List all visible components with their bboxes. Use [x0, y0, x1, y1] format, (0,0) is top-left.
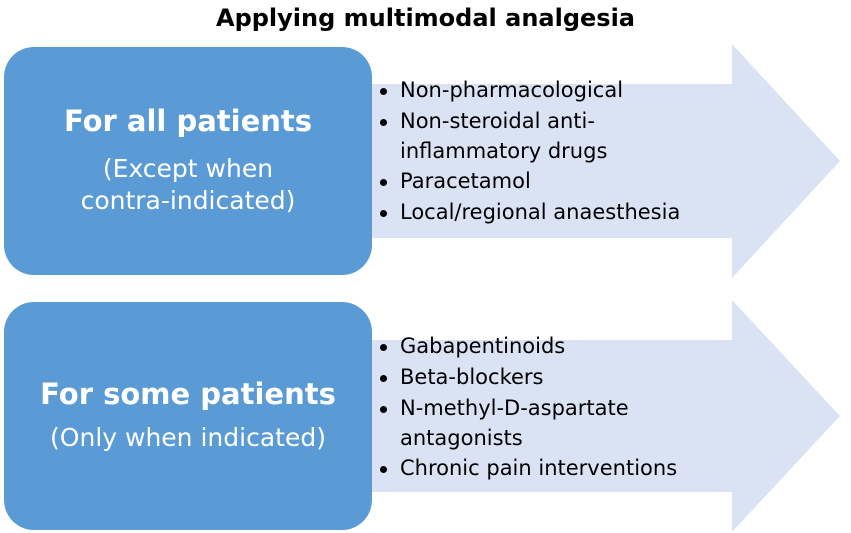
list-item: Non-steroidal anti- inflammatory drugs	[376, 106, 680, 166]
group-heading: For some patients	[40, 377, 336, 412]
list-item: Chronic pain interventions	[376, 453, 677, 484]
list-item: Paracetamol	[376, 166, 680, 197]
group-subheading: (Except when contra-indicated)	[80, 153, 296, 216]
list-item: Gabapentinoids	[376, 331, 677, 362]
diagram-title: Applying multimodal analgesia	[216, 4, 635, 32]
list-item: N-methyl-D-aspartate antagonists	[376, 393, 677, 453]
group-subheading: (Only when indicated)	[50, 423, 326, 453]
list-some-patients: Gabapentinoids Beta-blockers N-methyl-D-…	[376, 331, 677, 484]
box-all-patients: For all patients (Except when contra-ind…	[4, 47, 372, 275]
box-some-patients: For some patients (Only when indicated)	[4, 302, 372, 530]
list-item: Non-pharmacological	[376, 75, 680, 106]
arrow-some-patients	[330, 300, 840, 532]
group-heading: For all patients	[63, 104, 313, 139]
list-item: Beta-blockers	[376, 362, 677, 393]
list-all-patients: Non-pharmacological Non-steroidal anti- …	[376, 75, 680, 228]
list-item: Local/regional anaesthesia	[376, 197, 680, 228]
arrow-all-patients	[330, 44, 840, 278]
